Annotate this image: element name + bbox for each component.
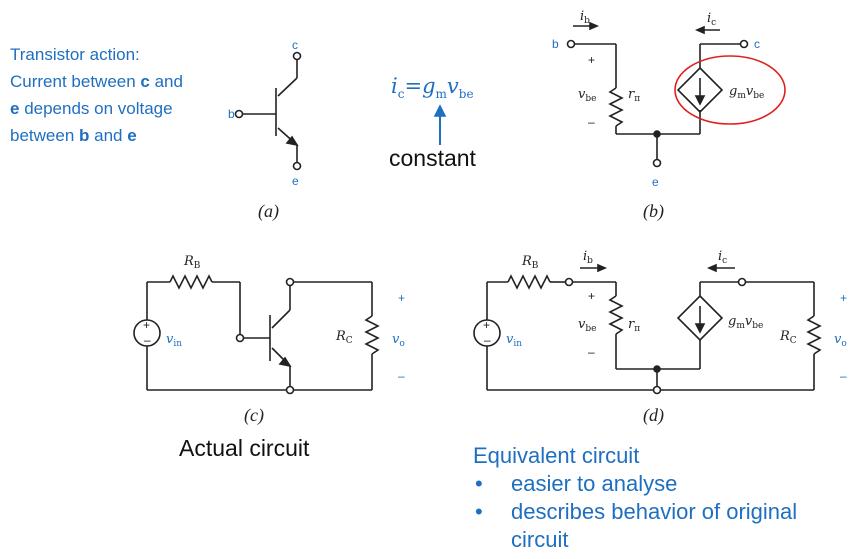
caption-c: (c) xyxy=(244,405,264,425)
rc-label-c: RC xyxy=(335,329,353,346)
desc-line-1: Transistor action: xyxy=(10,45,140,64)
small-signal-model-b xyxy=(566,21,749,168)
vo-label-d: vo xyxy=(834,332,847,349)
constant-label: constant xyxy=(389,145,476,171)
plus-b: + xyxy=(588,53,595,67)
terminal-c-a: c xyxy=(292,38,298,52)
terminal-c-b: c xyxy=(754,37,760,51)
vin-minus-d: – xyxy=(484,333,491,347)
equivalent-list: easier to analyse describes behavior of … xyxy=(473,470,853,554)
rpi-label-d: rπ xyxy=(628,317,640,334)
caption-b: (b) xyxy=(643,201,664,221)
actual-circuit-c xyxy=(133,274,380,391)
vo-plus-c: + xyxy=(398,291,405,305)
equivalent-title: Equivalent circuit xyxy=(473,443,640,468)
vin-label-c: vin xyxy=(166,332,182,349)
highlight-ellipse xyxy=(674,55,786,125)
terminal-b-b: b xyxy=(552,37,559,51)
rc-label-d: RC xyxy=(779,329,797,346)
transistor-action-description: Transistor action: Current between c and… xyxy=(10,41,183,149)
list-item: describes behavior of original circuit xyxy=(473,498,853,554)
vo-plus-d: + xyxy=(840,291,847,305)
terminal-e-a: e xyxy=(292,174,299,188)
minus-d: – xyxy=(588,345,595,359)
transconductance-equation: ic=gmvbe xyxy=(391,74,474,102)
desc-line-4: between b and e xyxy=(10,126,137,145)
rpi-label-b: rπ xyxy=(628,87,640,104)
vbe-label-d: vbe xyxy=(578,317,596,334)
desc-line-3: e depends on voltage xyxy=(10,99,173,118)
ic-label-b: ic xyxy=(707,11,716,28)
list-item: easier to analyse xyxy=(473,470,853,498)
caption-a: (a) xyxy=(258,201,279,221)
rb-label-d: RB xyxy=(521,254,539,271)
desc-line-2: Current between c and xyxy=(10,72,183,91)
caption-d: (d) xyxy=(643,405,664,425)
actual-circuit-label: Actual circuit xyxy=(179,435,310,461)
minus-b: – xyxy=(588,115,595,129)
vin-minus-c: – xyxy=(144,333,151,347)
ib-label-d: ib xyxy=(583,249,593,266)
vo-minus-c: – xyxy=(398,369,405,383)
transistor-symbol-a xyxy=(234,51,302,171)
plus-d: + xyxy=(588,289,595,303)
gm-vbe-label-b: gmvbe xyxy=(729,84,764,101)
vbe-label-b: vbe xyxy=(578,87,596,104)
equivalent-circuit-notes: Equivalent circuit easier to analyse des… xyxy=(473,442,853,554)
vin-plus-c: + xyxy=(143,318,150,332)
vin-label-d: vin xyxy=(506,332,522,349)
vin-plus-d: + xyxy=(483,318,490,332)
rb-label-c: RB xyxy=(183,254,201,271)
vo-minus-d: – xyxy=(840,369,847,383)
equivalent-circuit-d xyxy=(473,263,822,391)
gm-vbe-label-d: gmvbe xyxy=(728,314,763,331)
terminal-e-b: e xyxy=(652,175,659,189)
ic-label-d: ic xyxy=(718,249,727,266)
ib-label-b: ib xyxy=(580,9,590,26)
vo-label-c: vo xyxy=(392,332,405,349)
terminal-b-a: b xyxy=(228,107,235,121)
